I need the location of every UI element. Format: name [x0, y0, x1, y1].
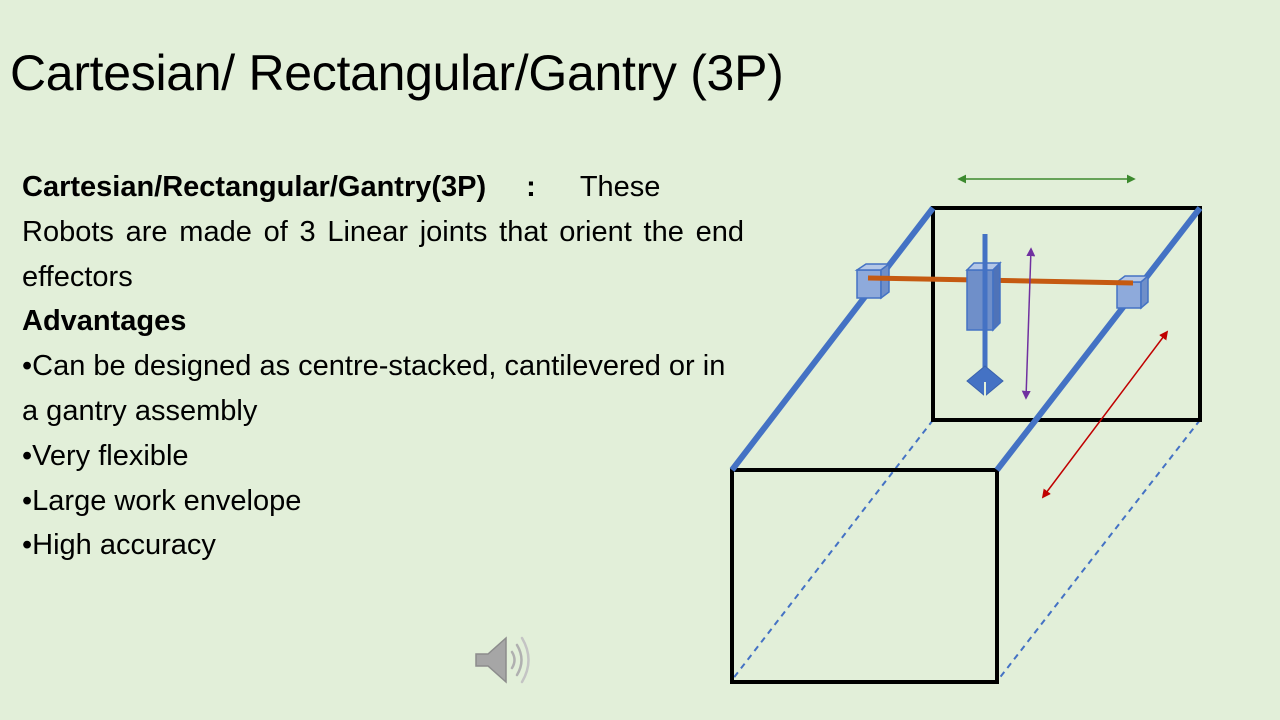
intro-separator: : [526, 171, 536, 203]
z-axis-arrow [1021, 247, 1036, 400]
left-rail [729, 206, 936, 472]
hidden-edge-right [997, 419, 1201, 681]
end-effector [966, 365, 1004, 398]
advantage-item: •Large work envelope [22, 484, 302, 517]
speaker-icon[interactable] [472, 630, 536, 690]
hidden-edge-left [731, 419, 934, 681]
advantage-item: •Can be designed as centre-stacked, cant… [22, 350, 726, 427]
advantage-item: •Very flexible [22, 439, 189, 472]
slide-body: Cartesian/Rectangular/Gantry(3P):These R… [22, 165, 744, 568]
intro-heading: Cartesian/Rectangular/Gantry(3P) [22, 171, 487, 203]
advantages-heading: Advantages [22, 305, 187, 338]
front-frame [730, 468, 999, 684]
left-slider-block [854, 262, 892, 300]
intro-text: These Robots are made of 3 Linear joints… [22, 171, 744, 293]
advantages-list: •Can be designed as centre-stacked, cant… [22, 344, 744, 568]
slide-title: Cartesian/ Rectangular/Gantry (3P) [10, 45, 784, 101]
advantage-item: •High accuracy [22, 529, 216, 562]
intro-paragraph: Cartesian/Rectangular/Gantry(3P):These R… [22, 165, 744, 299]
vertical-carriage [965, 261, 1002, 332]
y-axis-arrow [1041, 330, 1169, 499]
right-slider-block [1114, 274, 1151, 310]
